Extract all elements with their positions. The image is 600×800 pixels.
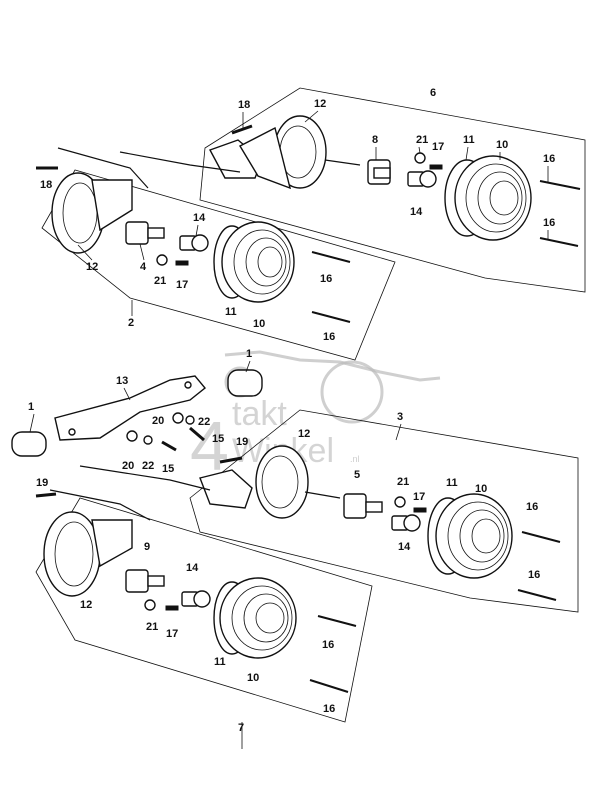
callout-11: 11 <box>463 134 475 146</box>
leader-lines <box>29 110 549 749</box>
callout-18: 18 <box>238 99 250 111</box>
assembly-6: 18 12 6 8 21 17 11 10 16 16 14 <box>119 87 586 293</box>
callout-19: 19 <box>36 477 48 489</box>
callout-4: 4 <box>140 261 147 273</box>
callout-15: 15 <box>162 463 174 475</box>
assembly-7: 19 9 14 12 21 17 16 11 10 16 7 <box>35 477 373 734</box>
callout-10: 10 <box>247 672 259 684</box>
callout-14: 14 <box>410 206 423 218</box>
callout-12: 12 <box>86 261 98 273</box>
callout-10: 10 <box>253 318 265 330</box>
callout-22: 22 <box>198 416 210 428</box>
assembly-3: 19 12 3 5 21 17 11 10 16 14 16 <box>79 409 579 613</box>
callout-10: 10 <box>496 139 508 151</box>
callout-14: 14 <box>193 212 206 224</box>
callout-21: 21 <box>154 275 166 287</box>
callout-17: 17 <box>413 491 425 503</box>
callout-22: 22 <box>142 460 154 472</box>
callout-12: 12 <box>80 599 92 611</box>
callout-16: 16 <box>543 217 555 229</box>
callout-16: 16 <box>528 569 540 581</box>
callout-11: 11 <box>446 477 458 489</box>
callout-14: 14 <box>186 562 199 574</box>
callout-12: 12 <box>314 98 326 110</box>
callout-1: 1 <box>246 348 252 360</box>
callout-5: 5 <box>354 469 360 481</box>
watermark-line1: takt <box>232 395 287 433</box>
callout-17: 17 <box>432 141 444 153</box>
callout-16: 16 <box>526 501 538 513</box>
callout-12: 12 <box>298 428 310 440</box>
callout-20: 20 <box>152 415 164 427</box>
callout-21: 21 <box>416 134 428 146</box>
callout-20: 20 <box>122 460 134 472</box>
callout-13: 13 <box>116 375 128 387</box>
callout-18: 18 <box>40 179 52 191</box>
watermark-suffix: .nl <box>350 454 360 464</box>
callout-7: 7 <box>238 722 244 734</box>
callout-16: 16 <box>323 703 335 715</box>
callout-17: 17 <box>176 279 188 291</box>
callout-21: 21 <box>397 476 409 488</box>
callout-10: 10 <box>475 483 487 495</box>
callout-21: 21 <box>146 621 158 633</box>
callout-1: 1 <box>28 401 34 413</box>
callout-16: 16 <box>322 639 334 651</box>
callout-16: 16 <box>320 273 332 285</box>
callout-19: 19 <box>236 436 248 448</box>
callout-6: 6 <box>430 87 436 99</box>
callout-3: 3 <box>397 411 403 423</box>
callout-16: 16 <box>323 331 335 343</box>
callout-17: 17 <box>166 628 178 640</box>
callout-9: 9 <box>144 541 150 553</box>
callout-14: 14 <box>398 541 411 553</box>
callout-16: 16 <box>543 153 555 165</box>
mounting-bracket-group: 1 13 1 20 22 15 20 22 15 <box>11 348 263 475</box>
callout-8: 8 <box>372 134 378 146</box>
callout-11: 11 <box>214 656 226 668</box>
assembly-2: 18 14 4 12 21 17 16 11 10 16 2 <box>36 147 396 361</box>
callout-15: 15 <box>212 433 224 445</box>
callout-2: 2 <box>128 317 134 329</box>
callout-11: 11 <box>225 306 237 318</box>
